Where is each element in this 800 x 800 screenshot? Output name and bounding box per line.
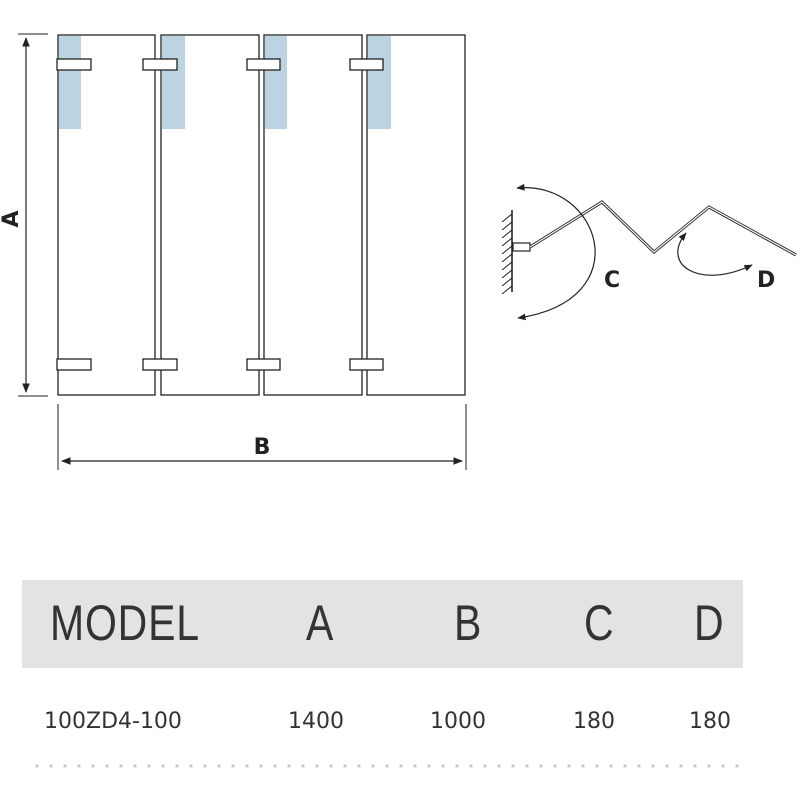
glass-tint-strip bbox=[59, 36, 81, 129]
hinge-2-bottom bbox=[246, 358, 281, 371]
folded-panels bbox=[529, 200, 797, 257]
cell-a: 1400 bbox=[288, 709, 344, 734]
glass-tint-strip bbox=[368, 36, 391, 129]
table-row: 100ZD4-100 1400 1000 180 180 bbox=[0, 580, 800, 734]
rotation-arc-c bbox=[516, 183, 596, 321]
glass-tint-strip bbox=[162, 36, 185, 129]
rotation-arc-d bbox=[677, 232, 753, 276]
dimension-a: A bbox=[0, 33, 48, 397]
cell-c: 180 bbox=[573, 709, 615, 734]
glass-panel-3 bbox=[263, 34, 363, 396]
cell-model: 100ZD4-100 bbox=[44, 709, 182, 734]
dimension-label-a: A bbox=[0, 210, 24, 227]
table-header-row: MODEL A B C D bbox=[22, 580, 743, 668]
angle-label-c: C bbox=[604, 268, 620, 293]
hinge-2-top bbox=[246, 58, 281, 71]
header-c: C bbox=[584, 595, 615, 651]
spec-table: MODEL A B C D bbox=[22, 580, 743, 668]
header-b: B bbox=[454, 595, 483, 651]
hinge-3-bottom bbox=[349, 358, 384, 371]
folding-screen-diagram: A B C D bbox=[0, 33, 797, 470]
fold-top-view: C D bbox=[501, 183, 797, 321]
cell-b: 1000 bbox=[430, 709, 486, 734]
hinge-wall-top bbox=[56, 58, 92, 71]
glass-panel-2 bbox=[160, 34, 260, 396]
dotted-divider bbox=[30, 764, 740, 768]
glass-panels bbox=[57, 34, 466, 396]
angle-label-d: D bbox=[757, 268, 775, 293]
glass-tint-strip bbox=[265, 36, 287, 129]
cell-d: 180 bbox=[689, 709, 731, 734]
dimension-label-b: B bbox=[254, 435, 271, 460]
hinge-3-top bbox=[349, 58, 384, 71]
hinges bbox=[56, 58, 384, 371]
dimension-b: B bbox=[57, 404, 467, 470]
glass-panel-1 bbox=[57, 34, 156, 396]
wall-bracket bbox=[512, 242, 531, 252]
header-model: MODEL bbox=[50, 595, 200, 651]
header-d: D bbox=[694, 595, 725, 651]
glass-panel-4 bbox=[366, 34, 466, 396]
hinge-1-bottom bbox=[142, 358, 178, 371]
hinge-wall-bottom bbox=[56, 358, 92, 371]
header-a: A bbox=[306, 595, 335, 651]
hinge-1-top bbox=[142, 58, 178, 71]
